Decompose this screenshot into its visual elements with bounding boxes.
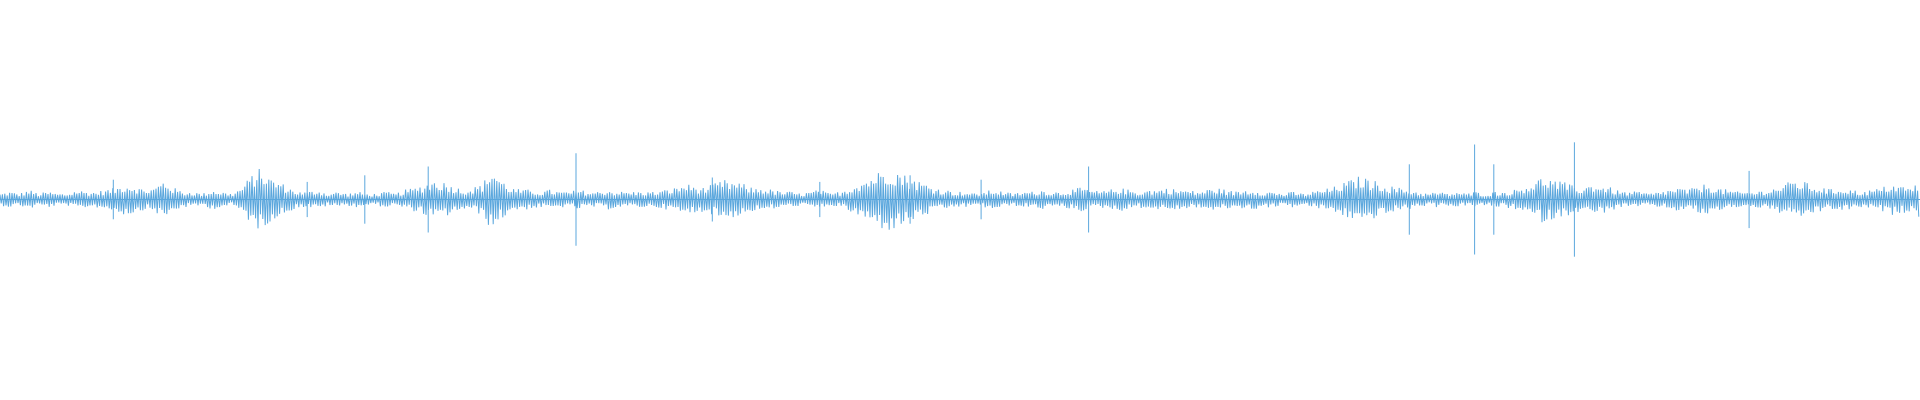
- waveform-samples: [0, 168, 1920, 230]
- waveform-transients: [112, 142, 1750, 257]
